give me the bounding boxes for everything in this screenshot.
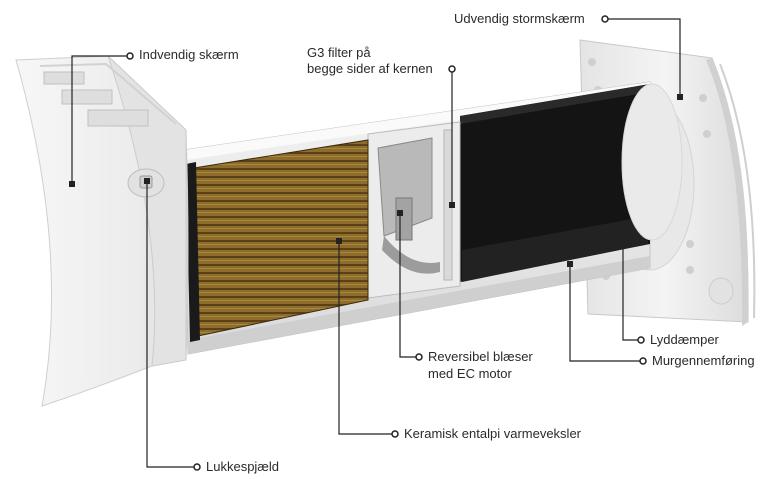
label-ring bbox=[126, 52, 134, 60]
sound-dampener-foam bbox=[460, 83, 683, 282]
leader-lyddaemper bbox=[622, 241, 638, 341]
label-ring bbox=[639, 357, 647, 365]
label-lyddaemper: Lyddæmper bbox=[650, 332, 719, 347]
leader-lines bbox=[71, 18, 681, 468]
label-keramisk-varmeveksler: Keramisk entalpi varmeveksler bbox=[404, 426, 582, 441]
endpoint-dot bbox=[677, 94, 683, 100]
leader-endpoints bbox=[69, 94, 683, 267]
leader-reversibel-blaeser bbox=[399, 213, 416, 358]
endpoint-dot bbox=[336, 238, 342, 244]
leader-udvendig-stormskaerm bbox=[605, 18, 681, 97]
label-ring bbox=[193, 463, 201, 471]
inner-screen-panel bbox=[15, 55, 189, 407]
label-murgennemfoering: Murgennemføring bbox=[652, 353, 755, 368]
leader-lukkespjaeld bbox=[146, 181, 194, 468]
leader-indvendig-skaerm bbox=[71, 55, 130, 184]
label-g3-filter-line2: begge sider af kernen bbox=[307, 61, 433, 76]
endpoint-dot bbox=[449, 202, 455, 208]
endpoint-dot bbox=[397, 210, 403, 216]
label-lukkespjaeld: Lukkespjæld bbox=[206, 459, 279, 474]
endpoint-dot bbox=[567, 261, 573, 267]
label-ring bbox=[391, 430, 399, 438]
endpoint-dot bbox=[620, 238, 626, 244]
label-ring bbox=[415, 353, 423, 361]
leader-keramisk-varmeveksler bbox=[338, 241, 392, 435]
label-g3-filter-line1: G3 filter på bbox=[307, 45, 371, 60]
label-udvendig-stormskaerm: Udvendig stormskærm bbox=[454, 11, 585, 26]
label-indvendig-skaerm: Indvendig skærm bbox=[139, 47, 239, 62]
leader-murgennemfoering bbox=[569, 264, 640, 362]
label-ring bbox=[601, 15, 609, 23]
label-reversibel-blaeser-line2: med EC motor bbox=[428, 366, 512, 381]
reversible-fan-section bbox=[367, 121, 461, 299]
label-markers bbox=[126, 15, 647, 471]
endpoint-dot bbox=[69, 181, 75, 187]
label-ring bbox=[448, 65, 456, 73]
ceramic-heat-exchanger-core bbox=[186, 139, 369, 342]
label-reversibel-blaeser-line1: Reversibel blæser bbox=[428, 349, 533, 364]
endpoint-dot bbox=[144, 178, 150, 184]
label-ring bbox=[637, 336, 645, 344]
